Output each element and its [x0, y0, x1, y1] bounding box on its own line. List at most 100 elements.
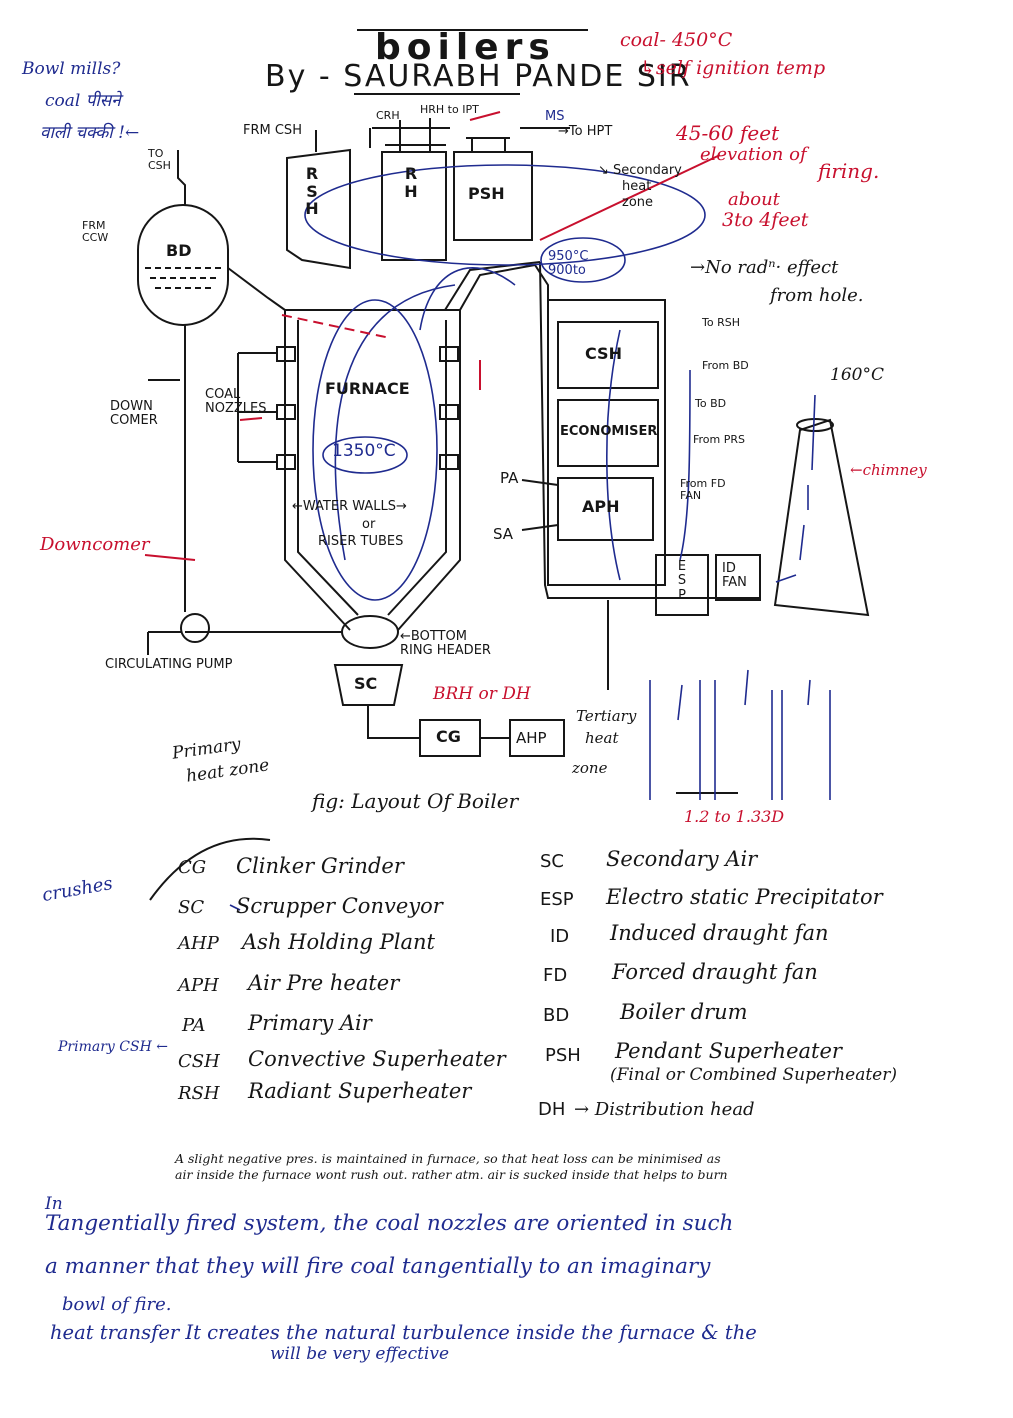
- economiser-box: [557, 399, 659, 467]
- legend-full: Radiant Superheater: [248, 1079, 472, 1103]
- aph-label: APH: [582, 497, 620, 516]
- bowl-mills-note-2: coal पीसने: [45, 91, 121, 111]
- chimney-shape: [773, 418, 870, 617]
- from-bd-label: From BD: [702, 359, 749, 372]
- legend-abbr: SC: [178, 897, 205, 918]
- chimney-note: ←chimney: [850, 461, 927, 479]
- page-byline: By - SAURABH PANDE SIR: [265, 59, 692, 94]
- legend-abbr: RSH: [178, 1083, 220, 1104]
- rsh-label: R S H: [305, 164, 319, 219]
- legend-abbr: CG: [178, 857, 207, 878]
- aph-box: [557, 477, 654, 541]
- note-line-2: air inside the furnace wont rush out. ra…: [175, 1167, 728, 1182]
- chimney-temp: 160°C: [830, 365, 884, 385]
- tube-spacing-note: 1.2 to 1.33D: [684, 807, 785, 826]
- csh-box: [557, 321, 659, 389]
- legend-full: Clinker Grinder: [236, 854, 404, 878]
- legend-abbr: PA: [182, 1015, 206, 1036]
- legend-full: → Distribution head: [574, 1099, 755, 1120]
- elevation-note-2: elevation of: [700, 144, 807, 165]
- legend-full: Secondary Air: [606, 847, 758, 871]
- tertiary-heat-zone-note-2: heat: [585, 729, 619, 747]
- bd-label: BD: [166, 241, 192, 260]
- to-hpt-label: →To HPT: [558, 124, 613, 139]
- tertiary-heat-zone-note: Tertiary: [576, 707, 637, 725]
- id-fan-box: [715, 554, 761, 601]
- economiser-label: ECONOMISER: [560, 424, 658, 439]
- to-bd-label: To BD: [695, 397, 727, 410]
- ahp-label: AHP: [516, 729, 547, 747]
- csh-label: CSH: [585, 344, 622, 363]
- from-prs-label: From PRS: [693, 433, 746, 446]
- paragraph-line-4: heat transfer It creates the natural tur…: [50, 1321, 757, 1344]
- note-line-1: A slight negative pres. is maintained in…: [175, 1151, 721, 1166]
- legend-abbr: BD: [543, 1005, 570, 1026]
- pa-label: PA: [500, 469, 519, 487]
- from-fd-fan-label: From FD FAN: [680, 477, 726, 503]
- hrh-to-ipt-label: HRH to IPT: [420, 103, 479, 116]
- sa-label: SA: [493, 525, 514, 543]
- riser-tubes-label: RISER TUBES: [318, 534, 404, 549]
- legend-full: Convective Superheater: [248, 1047, 506, 1071]
- about-note: about: [728, 189, 780, 210]
- ms-label: MS: [545, 109, 565, 124]
- no-radiation-note: →No radⁿ· effect: [690, 257, 839, 278]
- bowl-mills-note: Bowl mills?: [22, 59, 121, 79]
- secondary-heat-zone-note-3: zone: [622, 195, 654, 210]
- legend-full: Forced draught fan: [612, 960, 818, 984]
- esp-label: E S P: [677, 559, 687, 603]
- tertiary-heat-zone-note-3: zone: [572, 759, 608, 777]
- legend-full: Electro static Precipitator: [606, 885, 883, 909]
- brh-or-dh-note: BRH or DH: [433, 684, 531, 704]
- esp-box: [655, 554, 709, 616]
- legend-abbr: CSH: [178, 1051, 220, 1072]
- furnace-label: FURNACE: [325, 379, 410, 398]
- legend-abbr: FD: [543, 965, 568, 986]
- secondary-heat-zone-note: ↘ Secondary: [598, 163, 682, 178]
- frm-csh-label: FRM CSH: [243, 123, 302, 138]
- bottom-ring-header-shape: [341, 615, 399, 649]
- legend-full: Air Pre heater: [248, 971, 400, 995]
- rsh-box: [286, 148, 351, 270]
- legend-abbr: DH: [538, 1099, 566, 1120]
- legend-full: Ash Holding Plant: [242, 930, 435, 954]
- furnace-left-wall: [284, 310, 351, 631]
- paragraph-line-1: Tangentially fired system, the coal nozz…: [45, 1211, 734, 1236]
- secondary-heat-zone-note-2: heat: [622, 179, 652, 194]
- back-pass: [459, 263, 666, 586]
- about-value: 3to 4feet: [722, 209, 809, 231]
- legend-full: (Final or Combined Superheater): [610, 1065, 897, 1085]
- legend-abbr: SC: [540, 851, 564, 872]
- psh-box: [453, 151, 533, 241]
- frm-ccw-label: FRM CCW: [82, 219, 109, 245]
- sc-label: SC: [354, 674, 378, 693]
- furnace-right-wall: [397, 310, 461, 631]
- no-radiation-note-2: from hole.: [770, 285, 864, 306]
- paragraph-in: In: [45, 1194, 63, 1214]
- legend-abbr: AHP: [178, 933, 219, 954]
- sc-box: [333, 664, 404, 706]
- bottom-ring-header-label: ←BOTTOM RING HEADER: [400, 629, 491, 659]
- legend-abbr: ESP: [540, 889, 574, 910]
- paragraph-line-2: a manner that they will fire coal tangen…: [45, 1254, 711, 1279]
- boiler-drum-shape: [137, 204, 229, 326]
- to-csh-label: TO CSH: [148, 147, 171, 173]
- down-comer-label: DOWN COMER: [110, 399, 158, 429]
- self-ignition-note: ↳self ignition temp: [640, 57, 826, 79]
- circulating-pump-label: CIRCULATING PUMP: [105, 657, 233, 672]
- paragraph-line-3: bowl of fire.: [62, 1294, 172, 1315]
- page-title: boilers: [375, 27, 556, 68]
- legend-abbr: APH: [178, 975, 219, 996]
- coal-temp-note: coal- 450°C: [620, 29, 733, 51]
- figure-caption: fig: Layout Of Boiler: [312, 789, 519, 813]
- to-rsh-label: To RSH: [702, 316, 740, 329]
- elevation-note-3: firing.: [818, 159, 880, 183]
- water-walls-label: ←WATER WALLS→: [292, 499, 407, 514]
- circulating-pump-shape: [180, 613, 210, 643]
- cg-label: CG: [436, 727, 461, 746]
- psh-label: PSH: [468, 184, 505, 203]
- or-label: or: [362, 517, 376, 532]
- coal-nozzles-label: COAL NOZZLES: [205, 387, 267, 417]
- legend-full: Scrupper Conveyor: [236, 894, 443, 918]
- legend-full: Induced draught fan: [610, 921, 829, 945]
